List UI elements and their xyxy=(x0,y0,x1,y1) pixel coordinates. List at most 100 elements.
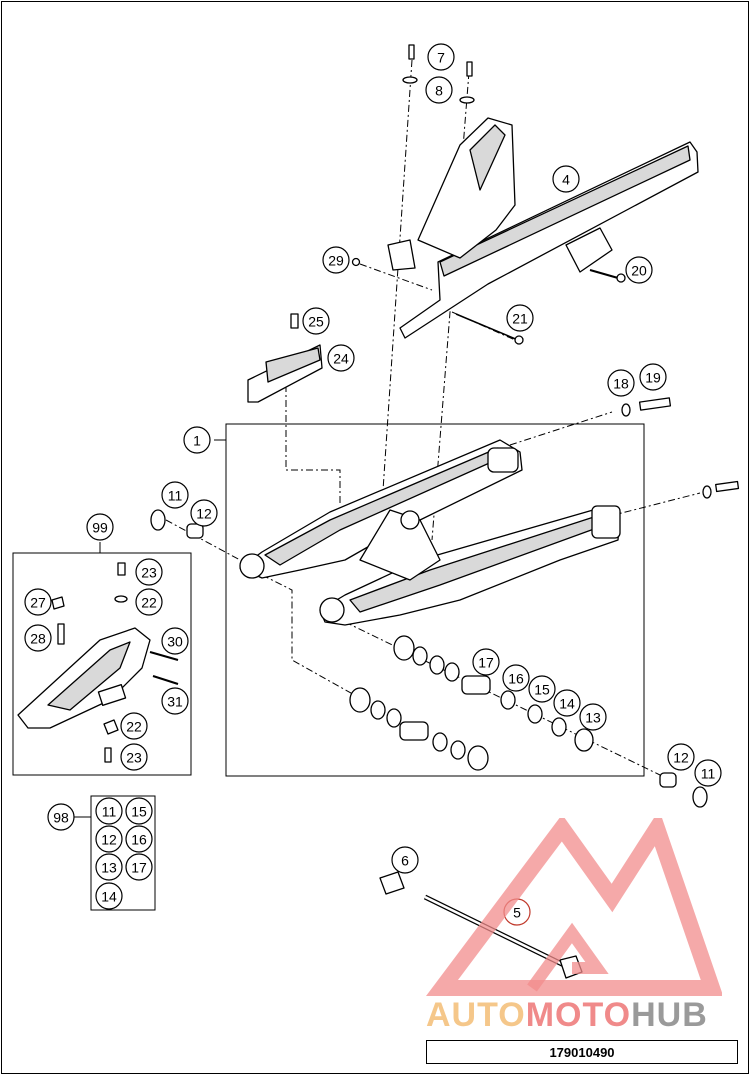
callout-circle xyxy=(528,675,556,703)
bolt-right xyxy=(715,480,740,493)
shock-mount xyxy=(400,510,420,530)
bushing-12-right xyxy=(659,772,677,788)
screw-23a xyxy=(117,562,126,576)
callout-c6: 6 xyxy=(391,846,419,874)
callout-label: 23 xyxy=(141,565,157,581)
callout-circle xyxy=(24,624,52,652)
seal-11-right xyxy=(692,786,708,808)
callout-label: 15 xyxy=(131,804,147,820)
callout-circle xyxy=(120,743,148,771)
screw-25 xyxy=(290,313,299,329)
bolt-21 xyxy=(455,313,519,341)
sleeve-lower xyxy=(399,721,429,741)
callout-k16: 16 xyxy=(125,825,153,853)
chain-guide-shade xyxy=(47,641,131,711)
nut-22a xyxy=(114,595,128,603)
callout-c11b: 11 xyxy=(694,759,722,787)
callout-c28: 28 xyxy=(24,624,52,652)
ring-upper-2 xyxy=(429,655,445,675)
callout-c22a: 22 xyxy=(135,588,163,616)
callout-k12: 12 xyxy=(95,825,123,853)
screw-23b xyxy=(104,747,112,763)
callout-circle xyxy=(183,426,211,454)
bolt-19 xyxy=(638,397,672,411)
swingarm-axle-5-inner xyxy=(424,895,567,968)
watermark-text: AUTOMOTOHUB xyxy=(426,996,708,1035)
callout-circle xyxy=(391,846,419,874)
callout-c7: 7 xyxy=(427,43,455,71)
callout-label: 28 xyxy=(30,631,46,647)
washer-8b xyxy=(459,96,475,104)
callout-k14: 14 xyxy=(95,882,123,910)
callout-label: 8 xyxy=(435,83,443,99)
seal-upper-1 xyxy=(393,635,415,661)
callout-c27: 27 xyxy=(24,588,52,616)
callout-c30: 30 xyxy=(161,627,189,655)
ring-lower-4 xyxy=(450,740,466,760)
nut-22b xyxy=(103,719,119,735)
axle-slot-lower xyxy=(591,505,621,539)
nut-27 xyxy=(51,596,65,610)
ring-14 xyxy=(551,717,567,737)
callout-circle xyxy=(120,712,148,740)
callout-k15: 15 xyxy=(125,797,153,825)
watermark-logo xyxy=(426,818,722,996)
callout-circle xyxy=(95,853,123,881)
callout-circle xyxy=(639,363,667,391)
screw-20 xyxy=(589,269,619,279)
callout-c12b: 12 xyxy=(667,743,695,771)
callout-label: 20 xyxy=(631,263,647,279)
callout-circle xyxy=(95,882,123,910)
callout-c98: 98 xyxy=(47,803,75,831)
callout-c8: 8 xyxy=(425,76,453,104)
callout-c99: 99 xyxy=(86,513,114,541)
callout-c31: 31 xyxy=(161,687,189,715)
dashline-29 xyxy=(359,263,433,291)
callout-c24: 24 xyxy=(327,344,355,372)
chain-guard-top xyxy=(439,145,691,277)
callout-circle xyxy=(607,369,635,397)
callout-circle xyxy=(95,797,123,825)
diagram-code: 179010490 xyxy=(426,1040,738,1064)
swingarm-cross-brace xyxy=(359,509,441,581)
callout-label: 12 xyxy=(101,832,117,848)
callout-circle xyxy=(694,759,722,787)
callout-label: 29 xyxy=(328,253,344,269)
dashline-24 xyxy=(285,385,341,505)
callout-label: 13 xyxy=(585,710,601,726)
callout-c20: 20 xyxy=(625,256,653,284)
ring-lower-1 xyxy=(370,700,386,720)
callout-label: 11 xyxy=(168,488,183,504)
callout-c21: 21 xyxy=(506,304,534,332)
callout-c22b: 22 xyxy=(120,712,148,740)
callout-label: 19 xyxy=(645,370,661,386)
chain-guard-fin-shade xyxy=(469,124,506,191)
callout-label: 11 xyxy=(701,766,716,782)
callout-c23b: 23 xyxy=(120,743,148,771)
seal-13 xyxy=(574,728,594,752)
callout-circle xyxy=(135,558,163,586)
callout-circle xyxy=(125,825,153,853)
callout-circle xyxy=(47,803,75,831)
callout-label: 4 xyxy=(562,172,570,188)
callout-circle xyxy=(302,307,330,335)
ring-upper-3 xyxy=(444,662,460,682)
dashline-18 xyxy=(509,411,613,446)
bearing-kit-box xyxy=(90,795,156,911)
bushing-12-left xyxy=(186,523,204,539)
callout-c29: 29 xyxy=(322,246,350,274)
callout-circle xyxy=(125,853,153,881)
nut-6 xyxy=(379,871,405,895)
washer-right xyxy=(702,485,712,499)
callout-circle xyxy=(667,743,695,771)
callout-label: 30 xyxy=(167,634,183,650)
callout-circle xyxy=(95,825,123,853)
callout-c18: 18 xyxy=(607,369,635,397)
callout-circle xyxy=(125,797,153,825)
spacer-28 xyxy=(57,623,65,645)
callout-label: 22 xyxy=(126,719,142,735)
callout-label: 14 xyxy=(101,889,117,905)
callout-label: 18 xyxy=(613,376,629,392)
callout-k17: 17 xyxy=(125,853,153,881)
callout-c19: 19 xyxy=(639,363,667,391)
